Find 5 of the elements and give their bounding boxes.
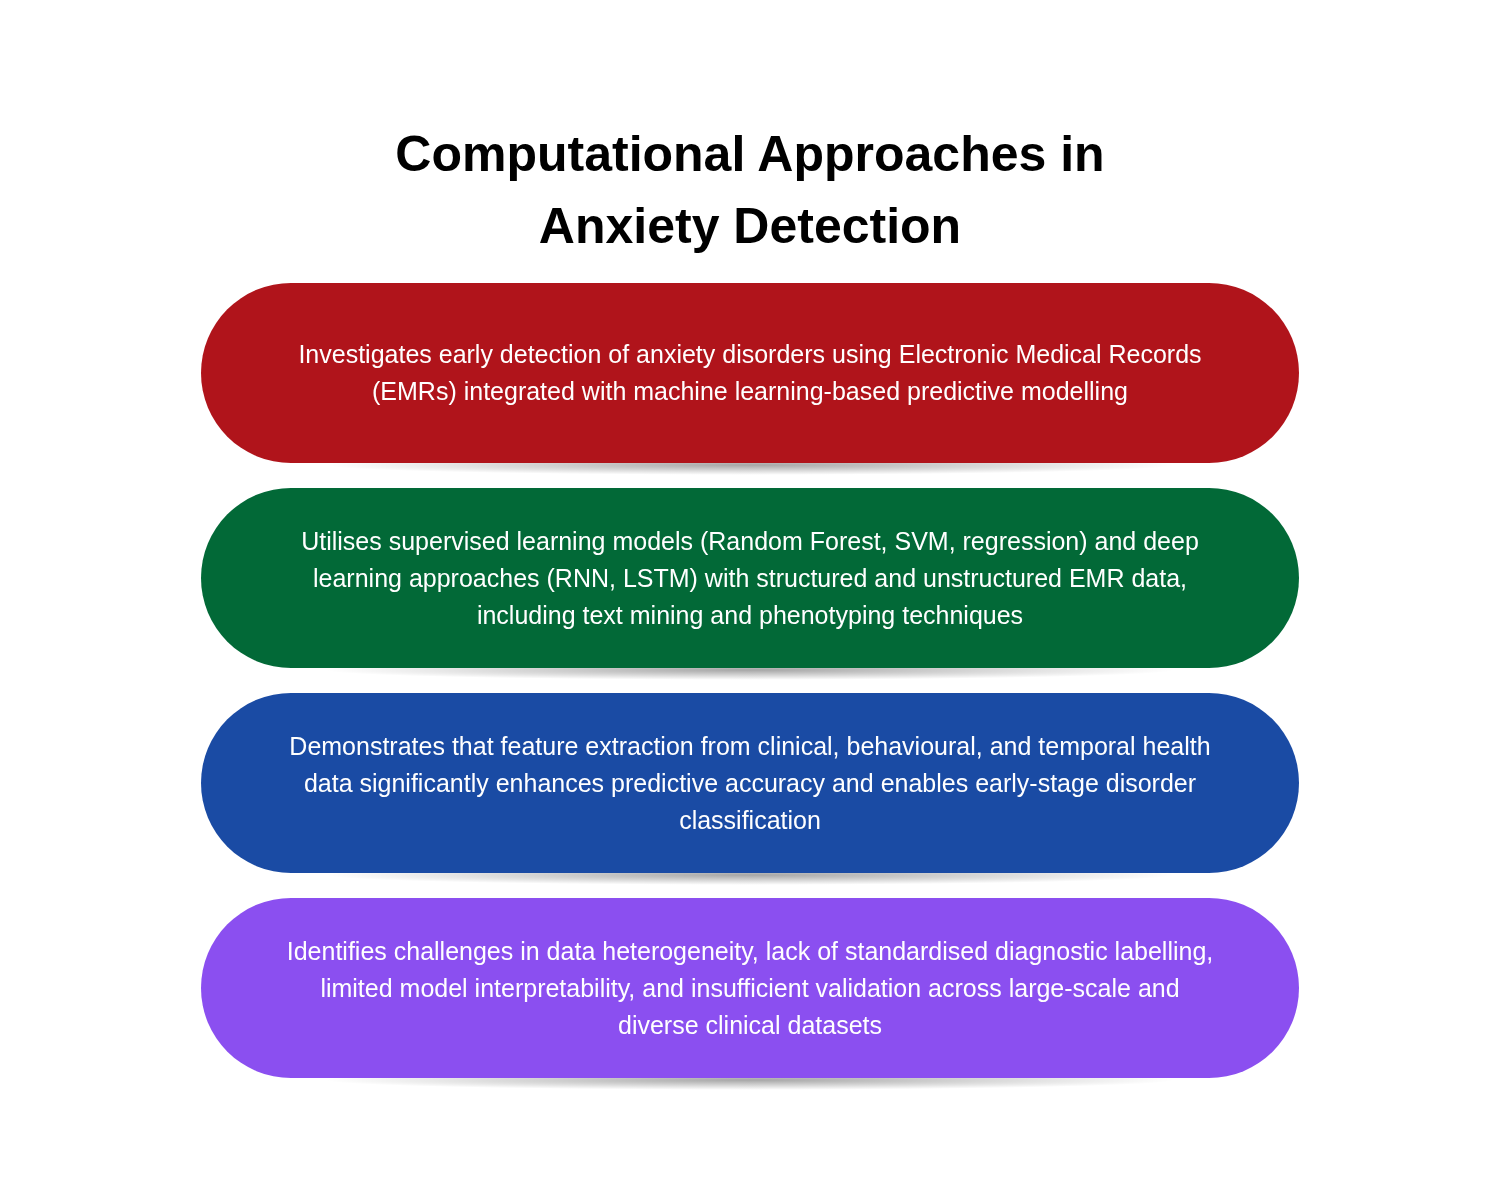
box-text: Utilises supervised learning models (Random Forest, SVM, regression) and deep learning approaches (RNN, LSTM) with structured and unstructured EMR data, including text mining and phenotyping techniques: [300, 525, 1200, 631]
diagram-title: Computational Approaches in Anxiety Detection: [394, 125, 1106, 256]
box-text: Investigates early detection of anxiety disorders using Electronic Medical Records (EMRs) integrated with machine learning-based predictive modelling: [297, 339, 1203, 407]
box-text: Demonstrates that feature extraction from clinical, behavioural, and temporal health data significantly enhances predictive accuracy and enables early-stage disorder classification: [288, 730, 1212, 836]
box-text: Identifies challenges in data heterogeneity, lack of standardised diagnostic labelling, limited model interpretability, and insufficient validation across large-scale and diverse clinical datasets: [285, 935, 1215, 1041]
